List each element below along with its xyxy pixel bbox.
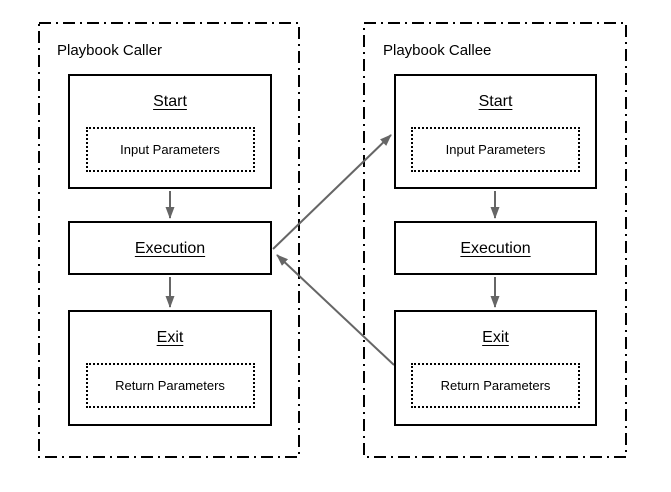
- playbook-caller-container-border: [38, 22, 300, 458]
- caller-input-parameters-label: Input Parameters: [120, 142, 220, 157]
- caller-input-parameters-box: Input Parameters: [85, 127, 255, 172]
- playbook-callee-container-border: [363, 22, 627, 458]
- caller-execution-node: Execution: [68, 221, 272, 275]
- playbook-caller-title: Playbook Caller: [57, 42, 163, 59]
- caller-execution-title: Execution: [134, 239, 206, 257]
- callee-input-parameters-box: Input Parameters: [411, 127, 580, 172]
- callee-return-parameters-box: Return Parameters: [411, 363, 580, 408]
- callee-exit-node: Exit Return Parameters: [394, 310, 597, 426]
- callee-exit-title: Exit: [482, 329, 509, 346]
- caller-start-node: Start Input Parameters: [68, 74, 272, 189]
- caller-return-parameters-label: Return Parameters: [115, 378, 225, 393]
- callee-return-parameters-label: Return Parameters: [440, 378, 551, 393]
- callee-start-title: Start: [478, 93, 513, 110]
- caller-exit-title: Exit: [156, 329, 184, 346]
- callee-start-node: Start Input Parameters: [394, 74, 597, 189]
- caller-exit-node: Exit Return Parameters: [68, 310, 272, 426]
- caller-start-title: Start: [153, 93, 187, 110]
- caller-return-parameters-box: Return Parameters: [85, 363, 255, 408]
- callee-execution-node: Execution: [394, 221, 597, 275]
- callee-execution-title: Execution: [460, 239, 531, 257]
- arrow-caller-execution-to-callee-start: [272, 134, 392, 250]
- arrow-callee-exit-to-caller-execution: [276, 254, 395, 366]
- callee-input-parameters-label: Input Parameters: [445, 142, 546, 157]
- playbook-callee-title: Playbook Callee: [383, 42, 492, 59]
